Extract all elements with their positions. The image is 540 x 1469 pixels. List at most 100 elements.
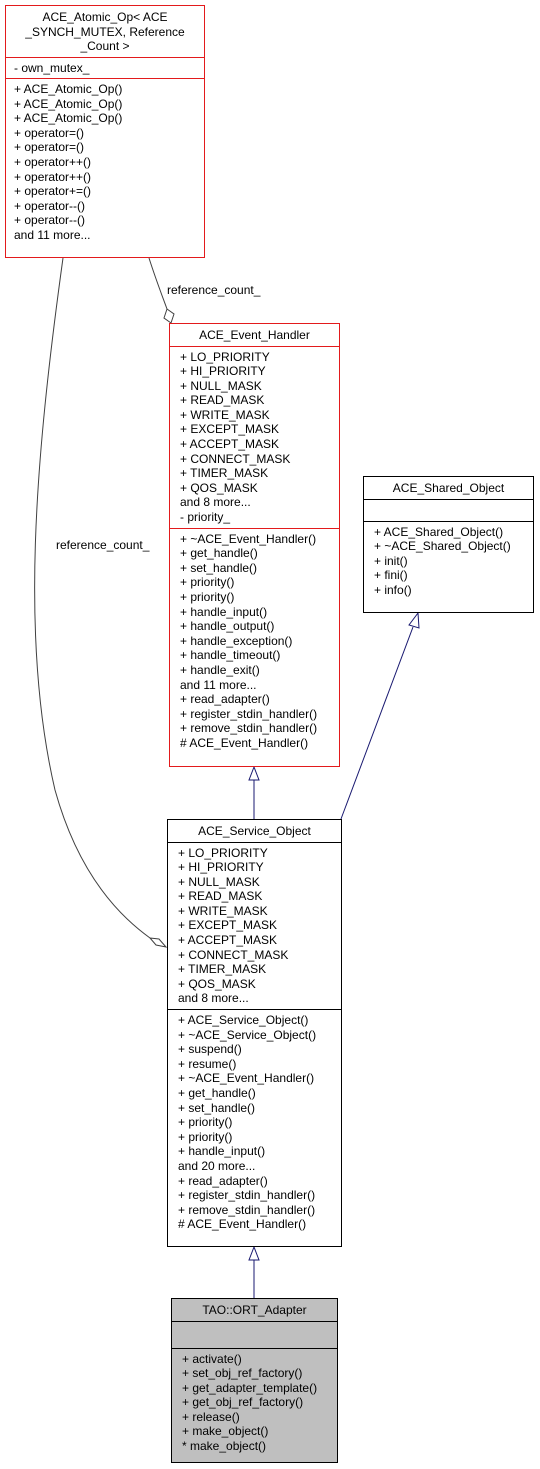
attribute-item: + EXCEPT_MASK bbox=[178, 918, 278, 933]
method-item: + ~ACE_Event_Handler() bbox=[178, 1071, 315, 1086]
aggregation-diamond-event-handler bbox=[163, 308, 175, 324]
attribute-item: + CONNECT_MASK bbox=[180, 451, 291, 466]
method-item: + fini() bbox=[374, 568, 408, 583]
class-box-ace-atomic-op[interactable]: ACE_Atomic_Op< ACE_SYNCH_MUTEX, Referenc… bbox=[5, 5, 205, 258]
class-box-ace-shared-object[interactable]: ACE_Shared_Object + ACE_Shared_Object()+… bbox=[363, 476, 534, 613]
more-link[interactable]: and 11 more... bbox=[180, 677, 257, 692]
method-item: + suspend() bbox=[178, 1042, 242, 1057]
class-title: TAO::ORT_Adapter bbox=[172, 1299, 337, 1321]
attribute-item: + LO_PRIORITY bbox=[180, 349, 270, 364]
attribute-item: - own_mutex_ bbox=[14, 60, 90, 75]
method-item: + register_stdin_handler() bbox=[178, 1188, 316, 1203]
method-item: + read_adapter() bbox=[180, 692, 270, 707]
attribute-item: + NULL_MASK bbox=[178, 874, 260, 889]
class-title: ACE_Service_Object bbox=[168, 820, 341, 842]
method-item: + ACE_Shared_Object() bbox=[374, 524, 504, 539]
method-item: + release() bbox=[182, 1409, 240, 1424]
method-item: + make_object() bbox=[182, 1424, 269, 1439]
method-item: + ~ACE_Service_Object() bbox=[178, 1027, 317, 1042]
method-item: + handle_input() bbox=[180, 604, 268, 619]
method-item: + operator++() bbox=[14, 169, 92, 184]
class-title-line: _SYNCH_MUTEX, Reference bbox=[25, 24, 185, 39]
method-item: + ACE_Atomic_Op() bbox=[14, 111, 123, 126]
method-item: + ~ACE_Event_Handler() bbox=[180, 531, 317, 546]
class-title: ACE_Atomic_Op< ACE_SYNCH_MUTEX, Referenc… bbox=[6, 6, 204, 57]
class-box-tao-ort-adapter[interactable]: TAO::ORT_Adapter + activate()+ set_obj_r… bbox=[171, 1298, 338, 1463]
class-box-ace-event-handler[interactable]: ACE_Event_Handler + LO_PRIORITY+ HI_PRIO… bbox=[169, 323, 340, 767]
method-item: + register_stdin_handler() bbox=[180, 706, 318, 721]
method-item: + handle_timeout() bbox=[180, 648, 281, 663]
method-item: + remove_stdin_handler() bbox=[180, 721, 318, 736]
class-title-line: _Count > bbox=[80, 39, 130, 53]
methods-section: + activate()+ set_obj_ref_factory()+ get… bbox=[172, 1347, 337, 1457]
method-item: + ACE_Atomic_Op() bbox=[14, 82, 123, 97]
method-item: + handle_input() bbox=[178, 1144, 266, 1159]
attributes-section: + LO_PRIORITY+ HI_PRIORITY+ NULL_MASK+ R… bbox=[168, 841, 341, 1010]
attribute-item: + WRITE_MASK bbox=[180, 407, 270, 422]
attribute-item: + HI_PRIORITY bbox=[178, 860, 264, 875]
method-item: # ACE_Event_Handler() bbox=[180, 735, 309, 750]
method-item: + ACE_Service_Object() bbox=[178, 1013, 309, 1028]
method-item: + set_obj_ref_factory() bbox=[182, 1366, 303, 1381]
method-item: + operator--() bbox=[14, 213, 86, 228]
method-item: + priority() bbox=[180, 590, 235, 604]
attributes-section-empty bbox=[364, 498, 533, 521]
inheritance-arrowhead-shared-object bbox=[408, 611, 420, 629]
methods-section: + ACE_Service_Object()+ ~ACE_Service_Obj… bbox=[168, 1009, 341, 1235]
attribute-item: + LO_PRIORITY bbox=[178, 845, 268, 860]
inheritance-arrowhead-event-handler bbox=[248, 765, 260, 781]
method-item: + ~ACE_Shared_Object() bbox=[374, 539, 511, 554]
more-link[interactable]: and 20 more... bbox=[178, 1158, 256, 1173]
method-item: + remove_stdin_handler() bbox=[178, 1202, 316, 1217]
method-item: + handle_output() bbox=[180, 619, 275, 634]
method-item: + activate() bbox=[182, 1351, 242, 1366]
method-item: + operator=() bbox=[14, 140, 85, 155]
association-edge-atomic-to-service-object bbox=[34, 257, 151, 939]
method-item: + operator--() bbox=[14, 198, 86, 213]
attribute-item: + NULL_MASK bbox=[180, 378, 262, 393]
attribute-item: - priority_ bbox=[180, 510, 231, 525]
more-link[interactable]: and 11 more... bbox=[14, 228, 91, 243]
class-title-line: ACE_Shared_Object bbox=[392, 481, 505, 495]
methods-section: + ACE_Atomic_Op()+ ACE_Atomic_Op()+ ACE_… bbox=[6, 78, 204, 246]
class-title-line: ACE_Atomic_Op< ACE bbox=[42, 10, 168, 24]
class-title-line: ACE_Service_Object bbox=[198, 824, 311, 838]
method-item: + read_adapter() bbox=[178, 1173, 268, 1188]
more-link[interactable]: and 8 more... bbox=[178, 991, 249, 1006]
class-box-ace-service-object[interactable]: ACE_Service_Object + LO_PRIORITY+ HI_PRI… bbox=[167, 819, 342, 1247]
inheritance-arrowhead-service-object bbox=[248, 1245, 260, 1261]
attribute-item: + WRITE_MASK bbox=[178, 903, 268, 918]
edge-label-reference-count-upper: reference_count_ bbox=[167, 283, 261, 297]
attribute-item: + TIMER_MASK bbox=[180, 466, 269, 481]
method-item: + get_handle() bbox=[180, 546, 258, 561]
method-item: + get_handle() bbox=[178, 1086, 256, 1100]
method-item: + get_adapter_template() bbox=[182, 1380, 318, 1395]
aggregation-diamond-service-object bbox=[148, 937, 168, 948]
method-item: + ACE_Atomic_Op() bbox=[14, 96, 123, 111]
attribute-item: + READ_MASK bbox=[178, 889, 263, 904]
edge-label-reference-count-left: reference_count_ bbox=[56, 538, 150, 552]
attributes-section: + LO_PRIORITY+ HI_PRIORITY+ NULL_MASK+ R… bbox=[170, 345, 339, 528]
attribute-item: + TIMER_MASK bbox=[178, 962, 267, 977]
class-title: ACE_Shared_Object bbox=[364, 477, 533, 499]
method-item: + handle_exception() bbox=[180, 633, 293, 648]
attribute-item: + HI_PRIORITY bbox=[180, 364, 266, 379]
method-item: * make_object() bbox=[182, 1439, 267, 1454]
attribute-item: + CONNECT_MASK bbox=[178, 947, 289, 962]
method-item: + resume() bbox=[178, 1056, 237, 1071]
more-link[interactable]: and 8 more... bbox=[180, 495, 251, 510]
method-item: + operator+=() bbox=[14, 184, 92, 199]
attribute-item: + QOS_MASK bbox=[178, 976, 256, 991]
method-item: + get_obj_ref_factory() bbox=[182, 1395, 304, 1410]
methods-section: + ACE_Shared_Object()+ ~ACE_Shared_Objec… bbox=[364, 520, 533, 601]
attribute-item: + ACCEPT_MASK bbox=[178, 933, 278, 948]
method-item: # ACE_Event_Handler() bbox=[178, 1217, 307, 1232]
method-item: + set_handle() bbox=[178, 1100, 256, 1115]
method-item: + set_handle() bbox=[180, 560, 258, 575]
method-item: + handle_exit() bbox=[180, 662, 260, 677]
attribute-item: + QOS_MASK bbox=[180, 480, 258, 495]
inheritance-edge-service-to-shared-object bbox=[340, 626, 414, 820]
method-item: + priority() bbox=[178, 1129, 233, 1144]
method-item: + info() bbox=[374, 582, 412, 597]
